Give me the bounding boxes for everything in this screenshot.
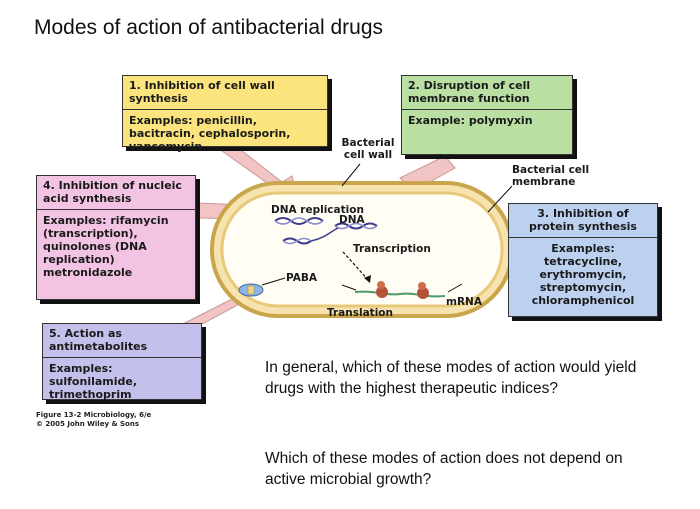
ribosome-1 <box>376 286 388 298</box>
box3-examples: Examples: tetracycline, erythromycin, st… <box>531 242 635 307</box>
box3-header: 3. Inhibition of protein synthesis <box>509 204 657 238</box>
label-cell-wall: Bacterial cell wall <box>341 137 395 161</box>
box2-header: 2. Disruption of cell membrane function <box>402 76 572 110</box>
label-dna: DNA <box>339 214 365 226</box>
box-antimetabolites: 5. Action as antimetabolites Examples: s… <box>42 323 202 401</box>
dna-helix-2 <box>334 222 378 230</box>
box2-examples: Example: polymyxin <box>408 114 533 127</box>
box1-header: 1. Inhibition of cell wall synthesis <box>123 76 327 110</box>
label-mrna: mRNA <box>446 296 482 308</box>
dna-helix-1b <box>274 217 324 225</box>
box5-examples: Examples: sulfonilamide, trimethoprim <box>49 362 138 401</box>
box-membrane-function: 2. Disruption of cell membrane function … <box>401 75 573 155</box>
label-paba: PABA <box>286 272 317 284</box>
ribosome-2 <box>417 287 429 299</box>
label-dna-replication: DNA replication <box>271 204 364 216</box>
dna-helix-2b <box>334 222 378 230</box>
label-transcription: Transcription <box>353 243 431 255</box>
box1-examples: Examples: penicillin, bacitracin, cephal… <box>129 114 291 153</box>
question-2: Which of these modes of action does not … <box>265 450 623 488</box>
figure-caption: Figure 13-2 Microbiology, 6/e © 2005 Joh… <box>36 411 151 429</box>
box-protein-synthesis: 3. Inhibition of protein synthesis Examp… <box>508 203 658 317</box>
question-1: In general, which of these modes of acti… <box>265 359 637 397</box>
box4-examples: Examples: rifamycin (transcription), qui… <box>43 214 169 279</box>
label-cell-membrane: Bacterial cell membrane <box>512 164 590 188</box>
slide-title: Modes of action of antibacterial drugs <box>34 16 384 39</box>
mrna-strand <box>354 290 446 298</box>
box4-header: 4. Inhibition of nucleic acid synthesis <box>37 176 195 210</box>
box-cell-wall-synthesis: 1. Inhibition of cell wall synthesis Exa… <box>122 75 328 153</box>
dna-helix-3b <box>282 237 312 245</box>
label-translation: Translation <box>327 307 393 319</box>
dna-helix-1 <box>274 217 324 225</box>
dna-strand <box>310 227 339 242</box>
box-nucleic-acid-synthesis: 4. Inhibition of nucleic acid synthesis … <box>36 175 196 300</box>
caption-line-2: © 2005 John Wiley & Sons <box>36 420 139 428</box>
caption-line-1: Figure 13-2 Microbiology, 6/e <box>36 411 152 419</box>
box5-header: 5. Action as antimetabolites <box>43 324 201 358</box>
